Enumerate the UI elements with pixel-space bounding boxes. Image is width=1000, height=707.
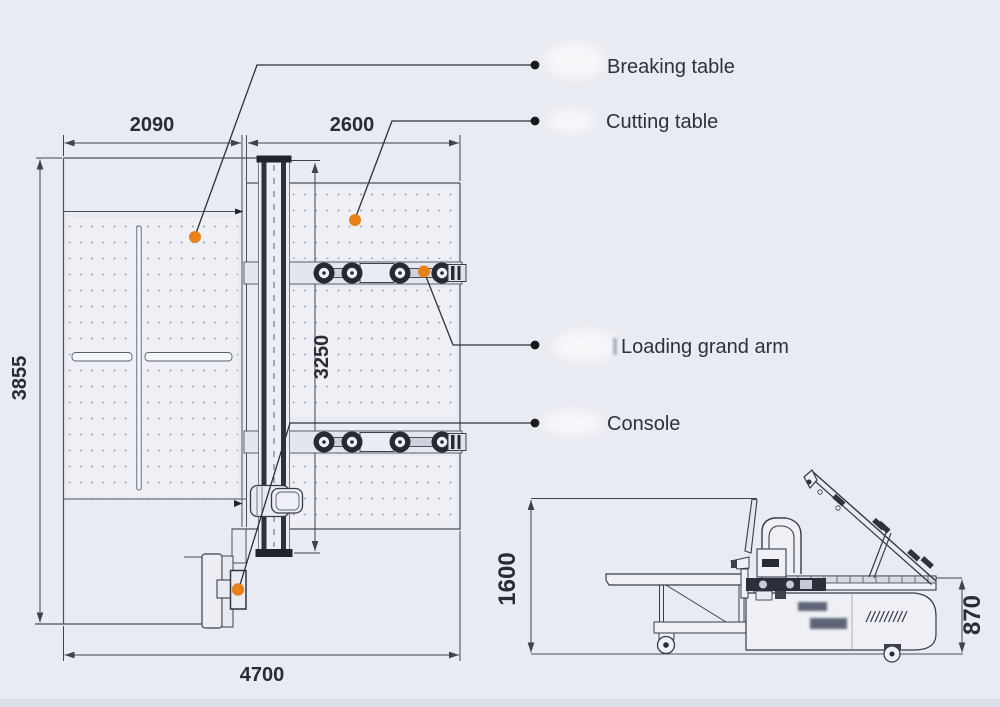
- arm-roller-bracket: [920, 556, 934, 569]
- leader-console: [238, 422, 535, 589]
- leader-dot-breaking: [530, 60, 540, 70]
- leader-dot-cutting: [530, 116, 540, 126]
- leader-dot-console: [530, 418, 540, 428]
- leader-loading-arm: [424, 273, 535, 346]
- rail-bottom-cap: [255, 549, 293, 557]
- roller: [313, 262, 453, 284]
- dimension-breaking-table-width-value: 2090: [130, 114, 175, 136]
- roller: [313, 431, 453, 453]
- redacted-smudges: [543, 43, 618, 436]
- smudge-console: [543, 410, 603, 436]
- rail-top-cap: [256, 155, 292, 163]
- model-text-blurred: [810, 618, 847, 629]
- dimension-side-overall-height-value: 1600: [494, 552, 521, 605]
- brand-text-blurred: [798, 602, 827, 611]
- head-slot: [762, 559, 779, 567]
- dimension-cutting-table-width: 2600: [248, 114, 461, 181]
- dimensions-top-view: 2090 2600 3855 4700: [9, 114, 461, 686]
- side-view: 1600 870: [494, 469, 986, 663]
- dimension-overall-depth-value: 3855: [9, 356, 31, 401]
- dimension-side-table-height: 870: [933, 577, 986, 653]
- smudge-cutting: [548, 109, 594, 133]
- dimension-bridge-length: 3250: [290, 160, 333, 554]
- arm-strut: [868, 529, 888, 578]
- label-breaking-table: Breaking table: [607, 56, 735, 78]
- breaking-bar-vertical-slot: [136, 225, 142, 491]
- dimension-side-overall-height: 1600: [494, 498, 757, 653]
- breaking-bar-slot-left: [71, 352, 133, 362]
- label-cutting-table: Cutting table: [606, 111, 718, 133]
- marker-console: [231, 583, 245, 596]
- callout-leaders: [194, 64, 535, 589]
- marker-cutting-table: [349, 214, 361, 226]
- dimension-side-table-height-value: 870: [959, 595, 986, 635]
- leader-dot-loading: [530, 340, 540, 350]
- side-tabletop: [605, 573, 746, 586]
- bridge-carriage-motor: [249, 484, 304, 518]
- marker-breaking-table: [189, 231, 201, 243]
- arm-roller-bracket: [907, 548, 921, 562]
- monitor-screen: [744, 498, 758, 554]
- smudge-breaking: [545, 43, 605, 79]
- callout-labels: Breaking table Cutting table Loading gra…: [606, 56, 789, 435]
- label-loading-arm: Loading grand arm: [621, 336, 789, 358]
- dimension-overall-depth: 3855: [9, 157, 62, 623]
- top-view: 3250: [35, 135, 467, 629]
- smudge-loading: [552, 330, 618, 362]
- leader-cutting-table: [354, 120, 535, 220]
- side-machine-body: [745, 592, 937, 663]
- arm-end-hook: [803, 469, 818, 490]
- bottom-edge-strip: [0, 699, 1000, 707]
- marker-loading-arm: [418, 265, 430, 278]
- loading-arm-upper: [243, 261, 467, 285]
- loading-arm-lower: [243, 430, 467, 454]
- label-console: Console: [607, 413, 680, 435]
- breaking-bar-slot-right: [144, 352, 233, 362]
- side-loading-arm: [803, 469, 937, 585]
- dimension-breaking-table-width: 2090: [63, 114, 241, 156]
- vent-grille: [865, 610, 908, 623]
- dimension-overall-width: 4700: [63, 531, 461, 686]
- dimension-bridge-length-value: 3250: [311, 335, 333, 380]
- smudge-tick: [613, 338, 617, 355]
- leader-breaking-table: [194, 64, 535, 237]
- side-cutting-head: [730, 498, 826, 601]
- breaking-table: [35, 135, 258, 625]
- dimension-cutting-table-width-value: 2600: [330, 114, 375, 136]
- arm-roller-bracket: [832, 493, 846, 507]
- callout-markers: [189, 60, 540, 596]
- dimension-overall-width-value: 4700: [240, 664, 285, 686]
